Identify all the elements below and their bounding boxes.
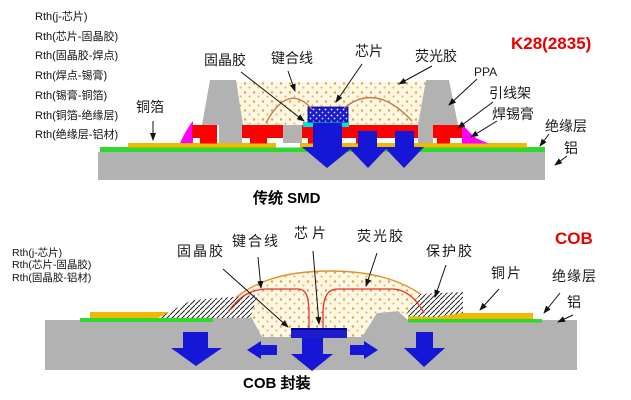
smd-label-chip: 芯片 (355, 45, 383, 60)
smd-rth-list: Rth(j-芯片) Rth(芯片-固晶胶) Rth(固晶胶-焊点) Rth(焊点… (35, 8, 118, 146)
cob-caption: COB 封装 (243, 375, 311, 392)
smd-part-number: K28(2835) (511, 34, 592, 53)
cob-protective-glue-left (158, 295, 258, 318)
smd-label-die-attach: 固晶胶 (204, 54, 246, 69)
smd-caption: 传统 SMD (253, 190, 321, 207)
smd-solder-paste-left (180, 121, 193, 143)
smd-cross-section (98, 63, 568, 180)
cob-label-pointers (222, 250, 574, 328)
smd-label-pointers (150, 63, 568, 166)
cob-cross-section (45, 250, 577, 371)
cob-label-protective-glue: 保护胶 (426, 245, 474, 260)
smd-label-insulation: 绝缘层 (545, 120, 587, 135)
smd-ppa-wall-left (202, 80, 243, 125)
smd-heat-flow-arrows (302, 123, 424, 168)
smd-chip (307, 106, 349, 123)
smd-label-solder-paste: 焊锡膏 (492, 108, 534, 123)
rth-item: Rth(锡膏-铜箔) (35, 89, 108, 102)
cob-label-insulation: 绝缘层 (552, 270, 597, 285)
cob-phosphor-dome (217, 271, 445, 337)
cob-label-aluminum: 铝 (567, 296, 581, 311)
cob-rth-list: Rth(j-芯片) Rth(芯片-固晶胶) Rth(固晶胶-铝材) (12, 247, 91, 284)
rth-item: Rth(j-芯片) (35, 11, 88, 23)
cob-title: COB (555, 229, 593, 248)
smd-solder-paste-right (462, 123, 489, 144)
cob-label-die-attach: 固晶胶 (177, 245, 225, 260)
smd-bond-wire-left (265, 97, 313, 124)
rth-item: Rth(绝缘层-铝材) (35, 129, 119, 142)
cob-label-chip: 芯片 (294, 227, 330, 242)
cob-protective-glue-right (405, 292, 463, 317)
cob-heat-flow-arrows (171, 332, 445, 371)
cob-chip (291, 329, 347, 338)
rth-item: Rth(芯片-固晶胶) (12, 259, 92, 272)
cob-copper-right (408, 313, 533, 319)
cob-copper-left (90, 312, 210, 318)
rth-item: Rth(固晶胶-铝材) (12, 271, 92, 284)
rth-item: Rth(铜箔-绝缘层) (35, 109, 119, 122)
cob-insulation-left (80, 318, 213, 322)
rth-item: Rth(芯片-固晶胶) (35, 30, 119, 43)
cob-bond-wires (227, 288, 425, 328)
smd-label-phosphor: 荧光胶 (415, 50, 457, 65)
cob-label-copper-sheet: 铜片 (491, 267, 523, 282)
smd-phosphor (236, 82, 427, 125)
cob-insulation-right (408, 319, 542, 323)
smd-label-copper-foil: 铜箔 (136, 101, 164, 116)
smd-label-ppa: PPA (474, 65, 498, 79)
smd-label-aluminum: 铝 (564, 142, 578, 157)
cob-label-phosphor: 荧光胶 (357, 230, 405, 245)
smd-bond-wire-right (343, 96, 413, 122)
smd-label-bond-wire: 键合线 (271, 52, 313, 67)
smd-label-lead-frame: 引线架 (489, 87, 531, 102)
cob-label-bond-wire: 键合线 (232, 235, 280, 250)
rth-item: Rth(固晶胶-焊点) (35, 50, 119, 63)
rth-item: Rth(焊点-锡膏) (35, 70, 108, 83)
cob-dome-outline (216, 270, 446, 317)
rth-item: Rth(j-芯片) (12, 247, 63, 259)
smd-ppa-wall-right (418, 80, 458, 125)
